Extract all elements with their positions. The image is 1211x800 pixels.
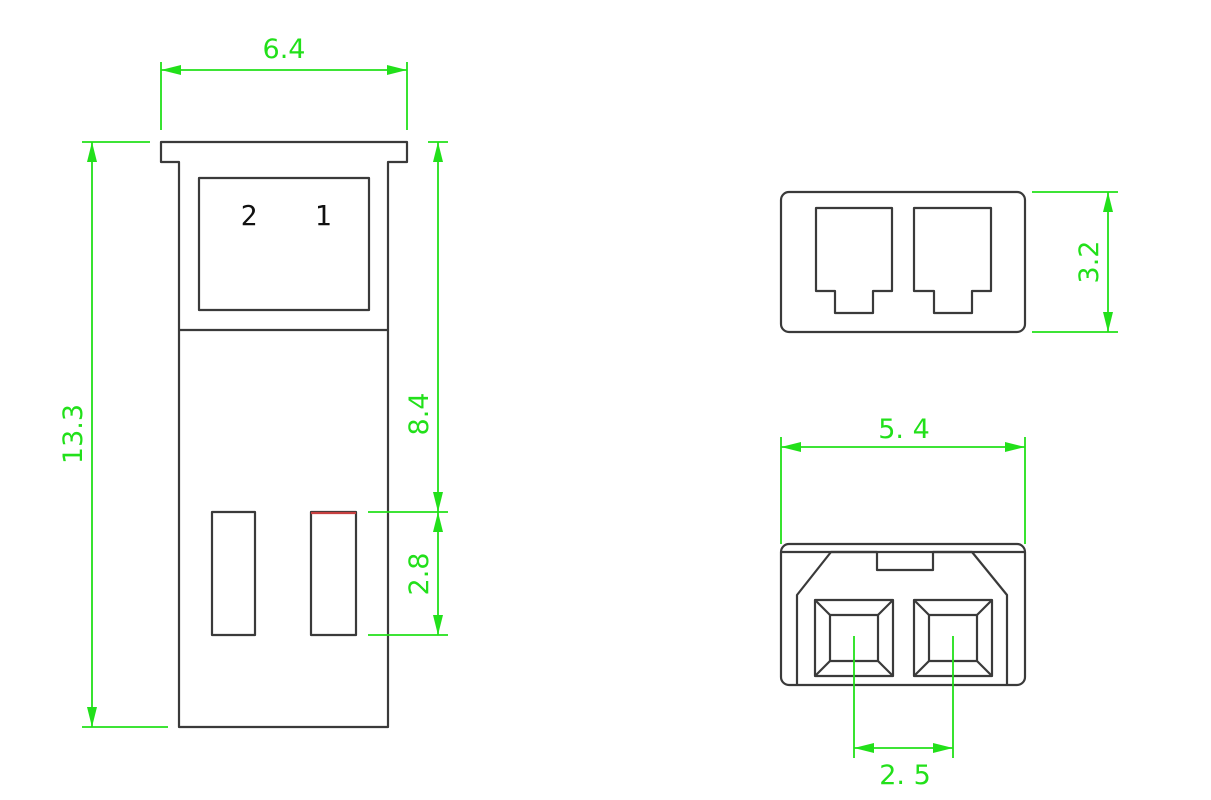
front-view-outline <box>779 542 1027 687</box>
front-view <box>779 542 1027 687</box>
dim-label-6-4: 6.4 <box>263 34 306 65</box>
contact-slot-left <box>210 510 257 637</box>
end-view-socket-right <box>912 206 993 315</box>
dim-label-5-4: 5. 4 <box>878 414 930 445</box>
dim-side-slot-height: 2.8 <box>368 511 448 636</box>
pin-label-1: 1 <box>315 199 332 232</box>
dim-label-2-5: 2. 5 <box>879 760 931 791</box>
front-view-key-cavity <box>795 550 1009 685</box>
side-view: 2 1 <box>159 140 409 729</box>
end-view-socket-left <box>814 206 894 315</box>
end-view <box>779 190 1027 334</box>
dim-front-width: 5. 4 <box>780 414 1026 544</box>
dim-contact-pitch: 2. 5 <box>853 636 954 791</box>
pin-label-window <box>197 176 371 312</box>
end-view-outline <box>779 190 1027 334</box>
dim-label-13-3: 13.3 <box>58 404 89 464</box>
dim-side-total-height: 13.3 <box>58 141 168 728</box>
pin-label-2: 2 <box>241 199 258 232</box>
dim-side-upper-height: 8.4 <box>404 141 448 512</box>
dim-end-height: 3.2 <box>1032 191 1118 333</box>
dim-label-8-4: 8.4 <box>404 393 435 436</box>
dim-label-2-8: 2.8 <box>404 553 435 596</box>
dim-side-top-width: 6.4 <box>160 34 408 130</box>
dim-label-3-2: 3.2 <box>1074 241 1105 284</box>
side-view-outline <box>159 140 409 729</box>
